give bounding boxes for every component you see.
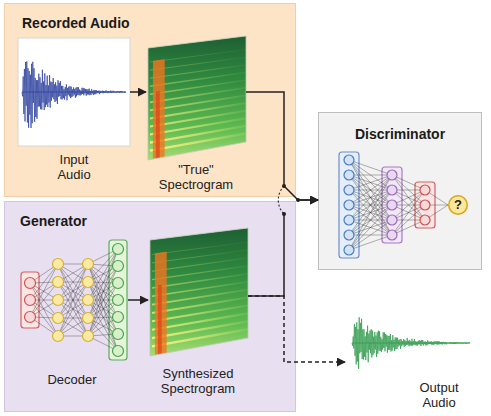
node-label: "True" Spectrogram xyxy=(146,162,246,192)
panel-title: Discriminator xyxy=(318,126,482,143)
spectrogram-box: "True" Spectrogram xyxy=(146,34,246,194)
panel-title: Generator xyxy=(20,213,220,230)
node-label: Decoder xyxy=(16,372,128,387)
panel-title: Recorded Audio xyxy=(22,15,222,32)
group-panel: GeneratorDecoder Synthesized Spectrogram xyxy=(4,201,296,412)
audio-box: Output Audio xyxy=(345,312,478,414)
output-waveform xyxy=(352,317,470,369)
discriminator-panel: Discriminator? xyxy=(318,112,482,270)
switch-pivot xyxy=(296,198,300,202)
node-label: Input Audio xyxy=(44,152,104,182)
node-label: Output Audio xyxy=(410,380,468,410)
group-panel: Recorded AudioInput Audio "True" Spectrog… xyxy=(4,3,296,197)
waveform-trace xyxy=(352,317,470,369)
network-box: Decoder xyxy=(16,236,128,392)
audio-box: Input Audio xyxy=(18,38,130,190)
node-label: Synthesized Spectrogram xyxy=(148,366,248,396)
spectrogram-box: Synthesized Spectrogram xyxy=(148,226,248,406)
waveform-axis xyxy=(352,343,470,344)
output-symbol: ? xyxy=(448,197,468,213)
output-circle: ? xyxy=(448,195,468,215)
